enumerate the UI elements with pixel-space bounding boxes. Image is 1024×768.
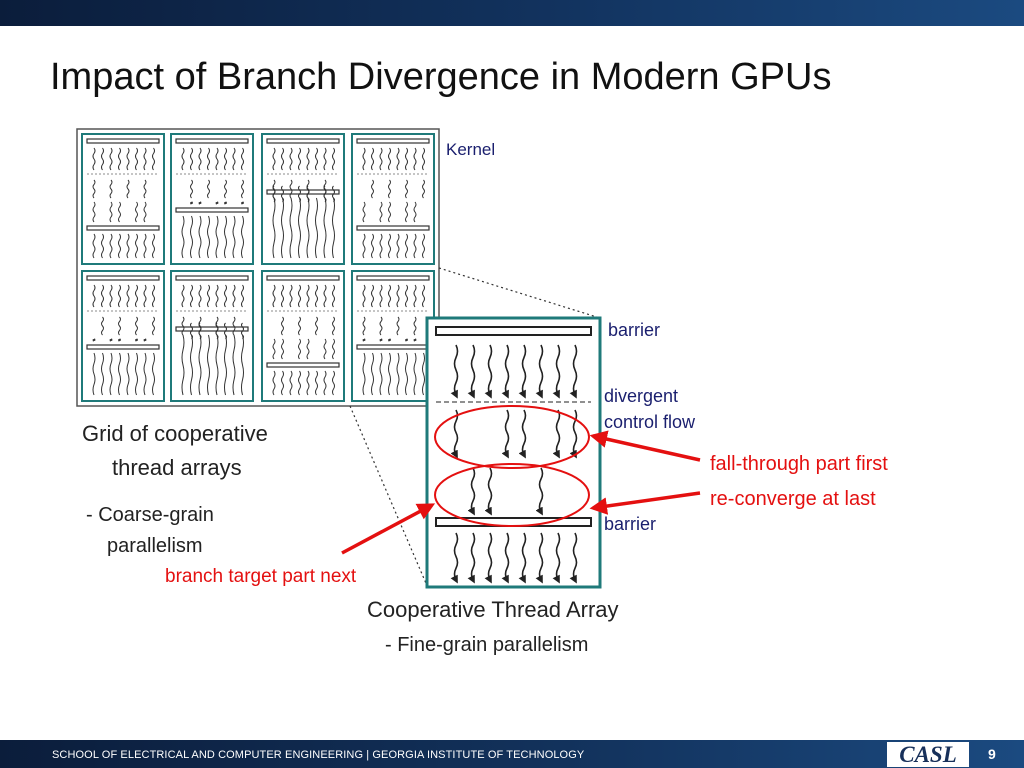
casl-logo: CASL [887,742,969,767]
fine-grain-label: - Fine-grain parallelism [385,634,589,656]
thread-arrow [518,532,527,584]
grid-caption-line2: thread arrays [112,455,242,480]
thread-arrow [535,532,544,584]
zoom-line-bottom [349,405,429,589]
thread-arrow [450,344,459,399]
thread-arrow [552,344,561,399]
thread-arrow [501,344,510,399]
branch-target-ellipse [434,463,590,527]
thread-arrow-branch-target [467,467,476,516]
thread-arrow [484,532,493,584]
cta-barrier-top [435,326,592,336]
thread-arrow-fall-through [552,409,561,459]
grid-cta-cell [170,270,254,402]
slide-title: Impact of Branch Divergence in Modern GP… [50,56,832,98]
grid-caption-line1: Grid of cooperative [82,421,268,446]
thread-arrow [484,344,493,399]
thread-arrow [467,532,476,584]
thread-arrow-fall-through [569,409,578,459]
barrier-bottom-label: barrier [604,514,657,534]
coarse-parallelism-label: parallelism [107,535,203,557]
thread-arrow [535,344,544,399]
divergent-label: divergent [604,386,679,406]
grid-cta-cell [81,133,165,265]
control-flow-label: control flow [604,412,696,432]
barrier-top-label: barrier [608,320,661,340]
cta-thread-arrows [450,344,578,584]
thread-arrow [518,344,527,399]
fall-through-ellipse [434,405,590,469]
grid-cta-cell [170,133,254,265]
fall-through-annotation: fall-through part first [710,453,888,475]
reconverge-arrow [589,491,701,515]
thread-arrow [450,532,459,584]
fall-through-arrow [589,430,701,462]
cta-zoom [425,316,602,589]
grid-cta-cell [351,133,435,265]
footer-bar [0,740,1024,768]
page-number: 9 [988,746,996,762]
thread-arrow-branch-target [484,467,493,516]
thread-arrow-fall-through [518,409,527,459]
thread-arrow [501,532,510,584]
cta-caption: Cooperative Thread Array [367,597,619,622]
grid-cta-cell [261,133,345,265]
coarse-grain-label: - Coarse-grain [86,504,214,526]
thread-arrow-branch-target [535,467,544,516]
thread-arrow-fall-through [450,409,459,459]
thread-arrow [552,532,561,584]
zoom-line-top [438,267,601,319]
grid-cta-cells [81,133,435,402]
thread-arrow [467,344,476,399]
cta-barrier-bottom [435,517,592,527]
header-bar [0,0,1024,26]
thread-arrow-fall-through [501,409,510,459]
reconverge-annotation: re-converge at last [710,488,876,510]
grid-cta-cell [261,270,345,402]
footer-text: SCHOOL OF ELECTRICAL AND COMPUTER ENGINE… [52,749,585,761]
grid-cta-cell [81,270,165,402]
branch-target-annotation: branch target part next [165,566,357,587]
kernel-grid [76,128,440,407]
thread-arrow [569,532,578,584]
branch-target-arrow [341,503,436,555]
thread-arrow [569,344,578,399]
kernel-label: Kernel [446,140,496,159]
grid-cta-cell [351,270,435,402]
